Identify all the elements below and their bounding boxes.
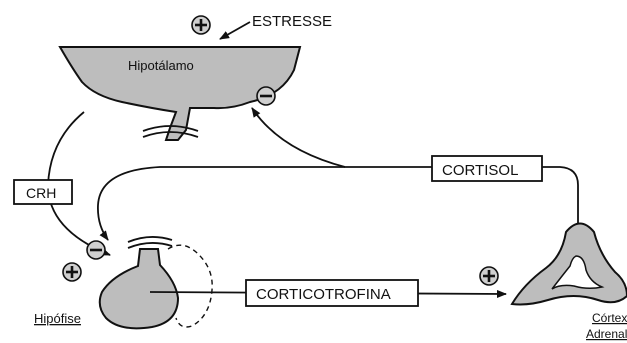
crh-plus-sign <box>63 263 81 281</box>
adrenal-cortex-shape <box>512 224 627 305</box>
cortisol-label: CORTISOL <box>442 162 518 179</box>
hypothalamus-label: Hipotálamo <box>128 58 194 73</box>
crh-label: CRH <box>26 185 56 201</box>
corticotrophin-label: CORTICOTROFINA <box>256 286 391 303</box>
cortisol-feedback-to-hypothalamus <box>252 108 432 167</box>
cortisol-feedback-to-pituitary <box>98 167 345 240</box>
hypothalamus-minus-sign <box>257 87 275 105</box>
adrenal-label-line1: Córtex <box>592 311 627 325</box>
stress-plus-sign <box>192 16 210 34</box>
pituitary-label: Hipófise <box>34 311 81 326</box>
stress-arrow <box>220 22 250 39</box>
adrenal-plus-sign <box>480 267 498 285</box>
pituitary-anterior-shape <box>100 249 178 328</box>
adrenal-label-line2: Adrenal <box>586 327 627 341</box>
pituitary-stalk-break <box>128 237 172 248</box>
pituitary-minus-sign <box>87 241 105 259</box>
stress-label: ESTRESSE <box>252 13 332 30</box>
